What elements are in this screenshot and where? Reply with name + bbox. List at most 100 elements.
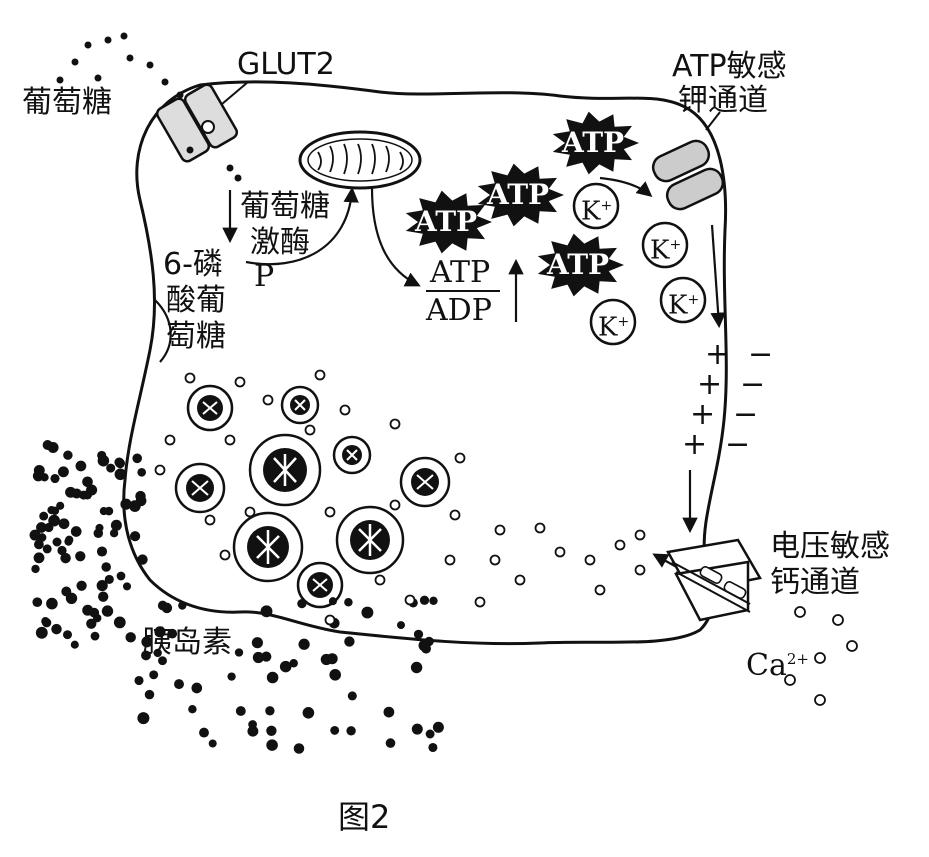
vesicle [514, 574, 526, 586]
insulin-molecule [120, 498, 132, 510]
calcium-ion [814, 694, 826, 706]
insulin-molecule [39, 511, 49, 521]
insulin-molecule [251, 637, 263, 649]
insulin-molecule [174, 679, 184, 690]
insulin-molecule [144, 689, 155, 700]
insulin-molecule [361, 606, 374, 619]
potassium-symbol: K [650, 235, 670, 266]
vesicle [204, 514, 216, 526]
insulin-molecule [50, 473, 60, 484]
insulin-molecule [35, 626, 48, 639]
vesicle [234, 376, 246, 388]
potassium-symbol: K [581, 196, 601, 227]
vesicle [374, 574, 386, 586]
atp-burst-icon [477, 163, 564, 227]
glucose-molecule [56, 76, 64, 84]
insulin-granule [248, 433, 322, 507]
insulin-molecule [42, 544, 52, 554]
insulin-molecule [302, 706, 315, 719]
vesicle [224, 434, 236, 446]
membrane-charge-plus: + [682, 427, 708, 462]
g6p-label-line1: 6-磷 [163, 247, 223, 282]
vesicle [404, 594, 416, 606]
insulin-granule [186, 384, 234, 432]
insulin-molecule [141, 636, 153, 648]
vesicle [219, 549, 231, 561]
membrane-charge-plus: + [690, 397, 716, 432]
potassium-charge: + [617, 314, 630, 330]
insulin-molecule [51, 623, 62, 635]
insulin-molecule [114, 468, 127, 481]
insulin-molecule [96, 546, 108, 557]
calcium-channel-label-line2: 钙通道 [770, 565, 860, 600]
potassium-symbol: K [598, 312, 618, 343]
insulin-molecule [293, 743, 305, 754]
insulin-molecule [188, 704, 197, 714]
insulin-molecule [109, 529, 119, 538]
calcium-charge: 2+ [786, 650, 809, 668]
insulin-molecule [98, 591, 109, 602]
insulin-molecule [247, 725, 259, 737]
insulin-molecule [52, 537, 62, 547]
insulin-molecule [178, 601, 187, 610]
insulin-molecule [199, 727, 209, 738]
insulin-molecule [93, 528, 104, 538]
potassium-charge: + [669, 237, 682, 253]
atp-burst-icon [552, 111, 639, 175]
glucokinase-label-line1: 葡萄糖 [240, 189, 330, 224]
insulin-molecule [137, 467, 147, 477]
insulin-molecule [75, 551, 86, 562]
insulin-molecule [252, 651, 264, 664]
glut2-transporter-icon [155, 81, 249, 163]
insulin-molecule [97, 450, 107, 460]
atp-channel-label-line1: ATP敏感 [672, 49, 787, 84]
atp-bursts [405, 111, 639, 297]
atp-burst-icon [405, 190, 492, 254]
calcium-ion [784, 674, 796, 686]
calcium-ion [794, 606, 806, 618]
glucose-molecules [56, 32, 242, 182]
insulin-molecule [289, 658, 298, 668]
insulin-molecule [234, 648, 244, 657]
figure-caption: 图2 [338, 798, 391, 836]
insulin-molecule [60, 552, 71, 564]
vesicle [449, 509, 461, 521]
vesicle [184, 372, 196, 384]
vesicle [634, 529, 646, 541]
insulin-molecule [191, 682, 203, 694]
insulin-molecule [41, 618, 52, 628]
insulin-granule [296, 561, 344, 609]
insulin-molecule [134, 675, 144, 686]
glucose-molecule [84, 41, 92, 49]
vesicle [314, 369, 326, 381]
insulin-molecule [346, 726, 356, 736]
potassium-symbol: K [668, 290, 688, 321]
glucose-molecule [120, 32, 128, 40]
insulin-molecule [410, 661, 423, 674]
insulin-molecule [429, 596, 438, 605]
insulin-molecule [149, 670, 159, 680]
insulin-molecule [279, 660, 292, 673]
insulin-molecule [29, 529, 41, 541]
vesicle [454, 452, 466, 464]
mitochondrion-icon [298, 130, 422, 190]
glucose-molecule [234, 174, 242, 182]
atp-burst-label: ATP [547, 248, 610, 281]
vesicle [584, 554, 596, 566]
membrane-charge-minus: − [725, 427, 751, 462]
vesicle [634, 564, 646, 576]
insulin-granule [280, 385, 320, 425]
vesicle [389, 418, 401, 430]
vesicle [304, 424, 316, 436]
insulin-molecule [46, 597, 58, 610]
insulin-molecule [32, 597, 43, 608]
insulin-molecule [347, 691, 357, 701]
membrane-charge-plus: + [697, 367, 723, 402]
calcium-ions [784, 606, 858, 706]
insulin-molecule [425, 729, 435, 739]
insulin-molecule [320, 653, 333, 666]
insulin-molecule [329, 668, 342, 681]
insulin-molecule [135, 495, 147, 507]
calcium-ion [846, 640, 858, 652]
insulin-molecule [265, 706, 275, 716]
